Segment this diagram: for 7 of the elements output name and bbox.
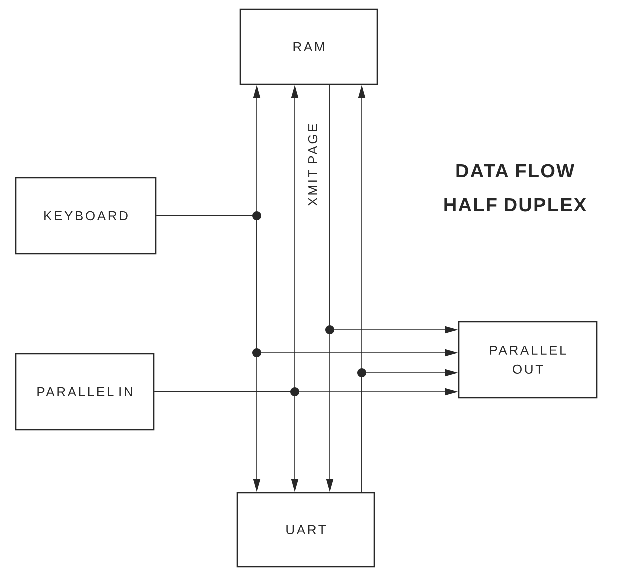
- edge-label: XMIT PAGE: [308, 124, 318, 206]
- title: DATA FLOW HALF DUPLEX: [444, 164, 586, 212]
- block-box: KEYBOARD: [15, 177, 157, 255]
- block-box: UART: [236, 492, 376, 568]
- block-box: RAM: [240, 8, 378, 86]
- block-box: PARALLEL IN: [15, 353, 155, 431]
- block-box: PARALLEL OUT: [458, 321, 598, 399]
